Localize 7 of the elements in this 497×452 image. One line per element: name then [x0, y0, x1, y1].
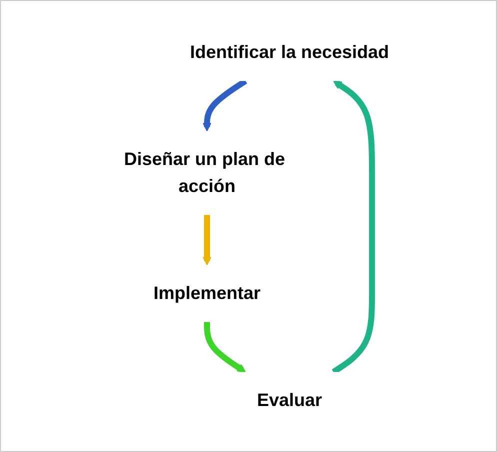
arrow — [332, 80, 376, 374]
node-text: Implementar — [154, 282, 262, 302]
arrow — [203, 214, 212, 265]
node-text: Evaluar — [257, 389, 322, 410]
node-text: Identificar la necesidad — [190, 42, 390, 62]
arrow — [204, 322, 246, 372]
node-text: Diseñar un plan de acción — [124, 148, 286, 196]
